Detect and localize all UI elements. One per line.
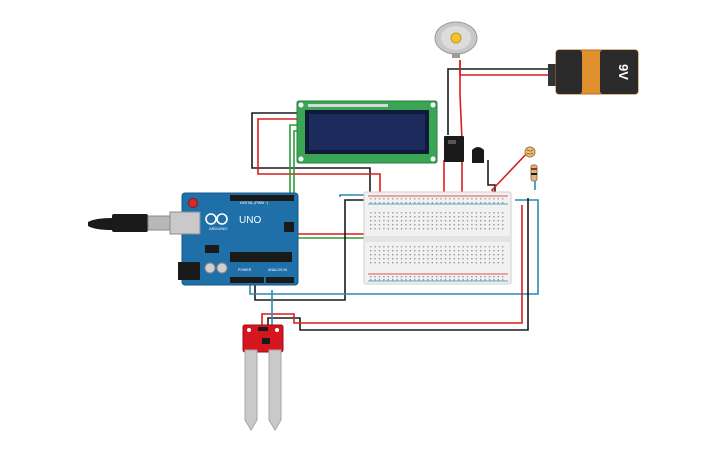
arduino-power-label: POWER	[238, 268, 252, 272]
breadboard[interactable]	[363, 191, 512, 285]
reset-button[interactable]	[188, 198, 198, 208]
digital-header[interactable]	[230, 195, 294, 201]
gnd-black-wire[interactable]	[254, 199, 370, 301]
lcd-black-wire[interactable]	[251, 112, 371, 200]
breadboard-holes	[370, 198, 504, 281]
lcd-red-wire[interactable]	[257, 118, 381, 200]
motor-red-wire[interactable]	[459, 60, 463, 141]
sensor-black-wire[interactable]	[267, 198, 529, 331]
transistor[interactable]	[472, 147, 484, 163]
usb-cable[interactable]	[88, 214, 171, 232]
arduino-model-label: UNO	[239, 215, 261, 226]
analog-header[interactable]	[266, 277, 294, 283]
soil-moisture-sensor[interactable]	[242, 324, 284, 431]
lcd-display[interactable]	[296, 100, 438, 164]
battery-voltage-label: 9V	[616, 64, 631, 80]
motor-shaft-icon	[450, 32, 462, 44]
battery-9v[interactable]: 9V	[548, 49, 639, 95]
arduino-blue-wire-top[interactable]	[339, 194, 370, 197]
sensor-probe-right	[268, 349, 282, 431]
blue-wire-bottom[interactable]	[249, 199, 539, 295]
lcd-screen	[309, 114, 425, 150]
arduino-analog-label: ANALOG IN	[268, 268, 288, 272]
sensor-red-wire[interactable]	[261, 205, 523, 325]
battery-red-wire[interactable]	[459, 60, 548, 76]
photoresistor[interactable]	[524, 146, 536, 158]
relay[interactable]	[444, 136, 464, 162]
battery-black-wire[interactable]	[447, 68, 548, 135]
arduino-brand-label: ARDUINO	[209, 226, 227, 231]
lcd-pin-header	[308, 104, 388, 107]
dc-motor[interactable]	[434, 21, 478, 58]
power-header[interactable]	[230, 277, 264, 283]
atmega-chip	[230, 252, 292, 262]
arduino-logo-icon	[205, 213, 228, 225]
arduino-uno[interactable]: UNO ARDUINO DIGITAL (PWM ~) POWER ANALOG…	[88, 192, 299, 286]
resistor[interactable]	[530, 164, 538, 182]
arduino-digital-label: DIGITAL (PWM ~)	[240, 201, 268, 205]
sensor-probe-left	[244, 349, 258, 431]
